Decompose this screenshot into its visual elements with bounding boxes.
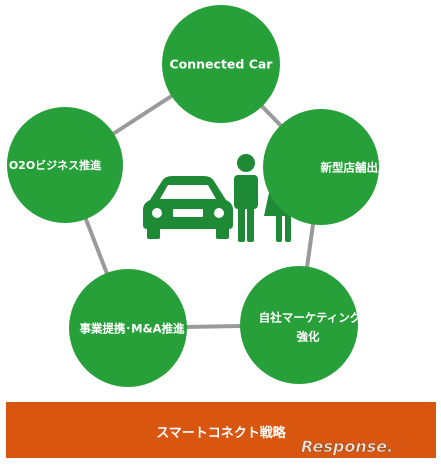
strategy-banner: スマートコネクト戦略 (6, 402, 436, 458)
response-logo-text: Response. (301, 437, 393, 456)
man-icon (234, 154, 258, 242)
node-label-new-store: 新型店舗出店 (321, 161, 390, 175)
node-label-connected-car: Connected Car (170, 57, 274, 72)
node-label-own-marketing-1: 自社マーケティング (259, 311, 362, 325)
car-icon (143, 176, 233, 239)
node-o2o-business: O2Oビジネス推進 (7, 107, 123, 223)
node-connected-car: Connected Car (162, 5, 280, 123)
node-business-alliance: 事業提携･M&A推進 (69, 269, 187, 387)
node-new-store: 新型店舗出店 (263, 109, 390, 225)
strategy-banner-label: スマートコネクト戦略 (156, 426, 286, 441)
node-label-own-marketing-2: 強化 (297, 330, 320, 344)
response-logo: Response. (301, 437, 393, 457)
node-label-business-alliance: 事業提携･M&A推進 (79, 322, 185, 336)
node-own-marketing: 自社マーケティング 強化 (240, 266, 362, 384)
node-label-o2o-business: O2Oビジネス推進 (9, 158, 102, 172)
